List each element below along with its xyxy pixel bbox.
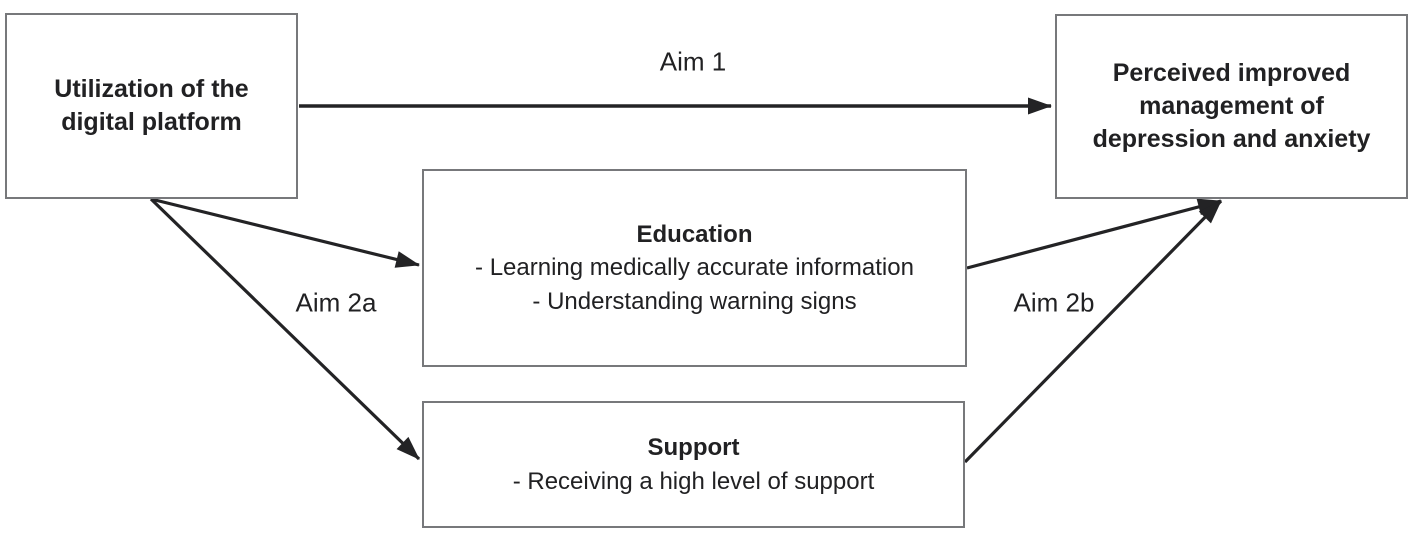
support-mediator-box: Support - Receiving a high level of supp… xyxy=(422,401,965,528)
utilization-label: Utilization of the digital platform xyxy=(54,75,249,136)
support-bullet-1: - Receiving a high level of support xyxy=(512,467,875,495)
outcome-label: Perceived improved management of depress… xyxy=(1092,59,1371,153)
aim2a-edge-label: Aim 2a xyxy=(295,287,377,318)
education-mediator-box: Education - Learning medically accurate … xyxy=(422,169,967,367)
aim2b-edge-label: Aim 2b xyxy=(1013,287,1095,318)
education-bullet-1: - Learning medically accurate informatio… xyxy=(475,254,914,282)
aim2a-arrow-to-support xyxy=(149,197,421,461)
outcome-box: Perceived improved management of depress… xyxy=(1055,14,1408,199)
education-title: Education xyxy=(636,221,753,249)
aim2b-arrow-from-support xyxy=(963,199,1223,464)
aim1-edge-label: Aim 1 xyxy=(659,46,727,77)
education-bullet-2: - Understanding warning signs xyxy=(532,287,857,315)
support-title: Support xyxy=(647,434,740,462)
utilization-box: Utilization of the digital platform xyxy=(5,13,298,199)
aim2b-arrow-from-education xyxy=(966,198,1222,270)
aim2a-arrow-to-education xyxy=(150,197,420,268)
